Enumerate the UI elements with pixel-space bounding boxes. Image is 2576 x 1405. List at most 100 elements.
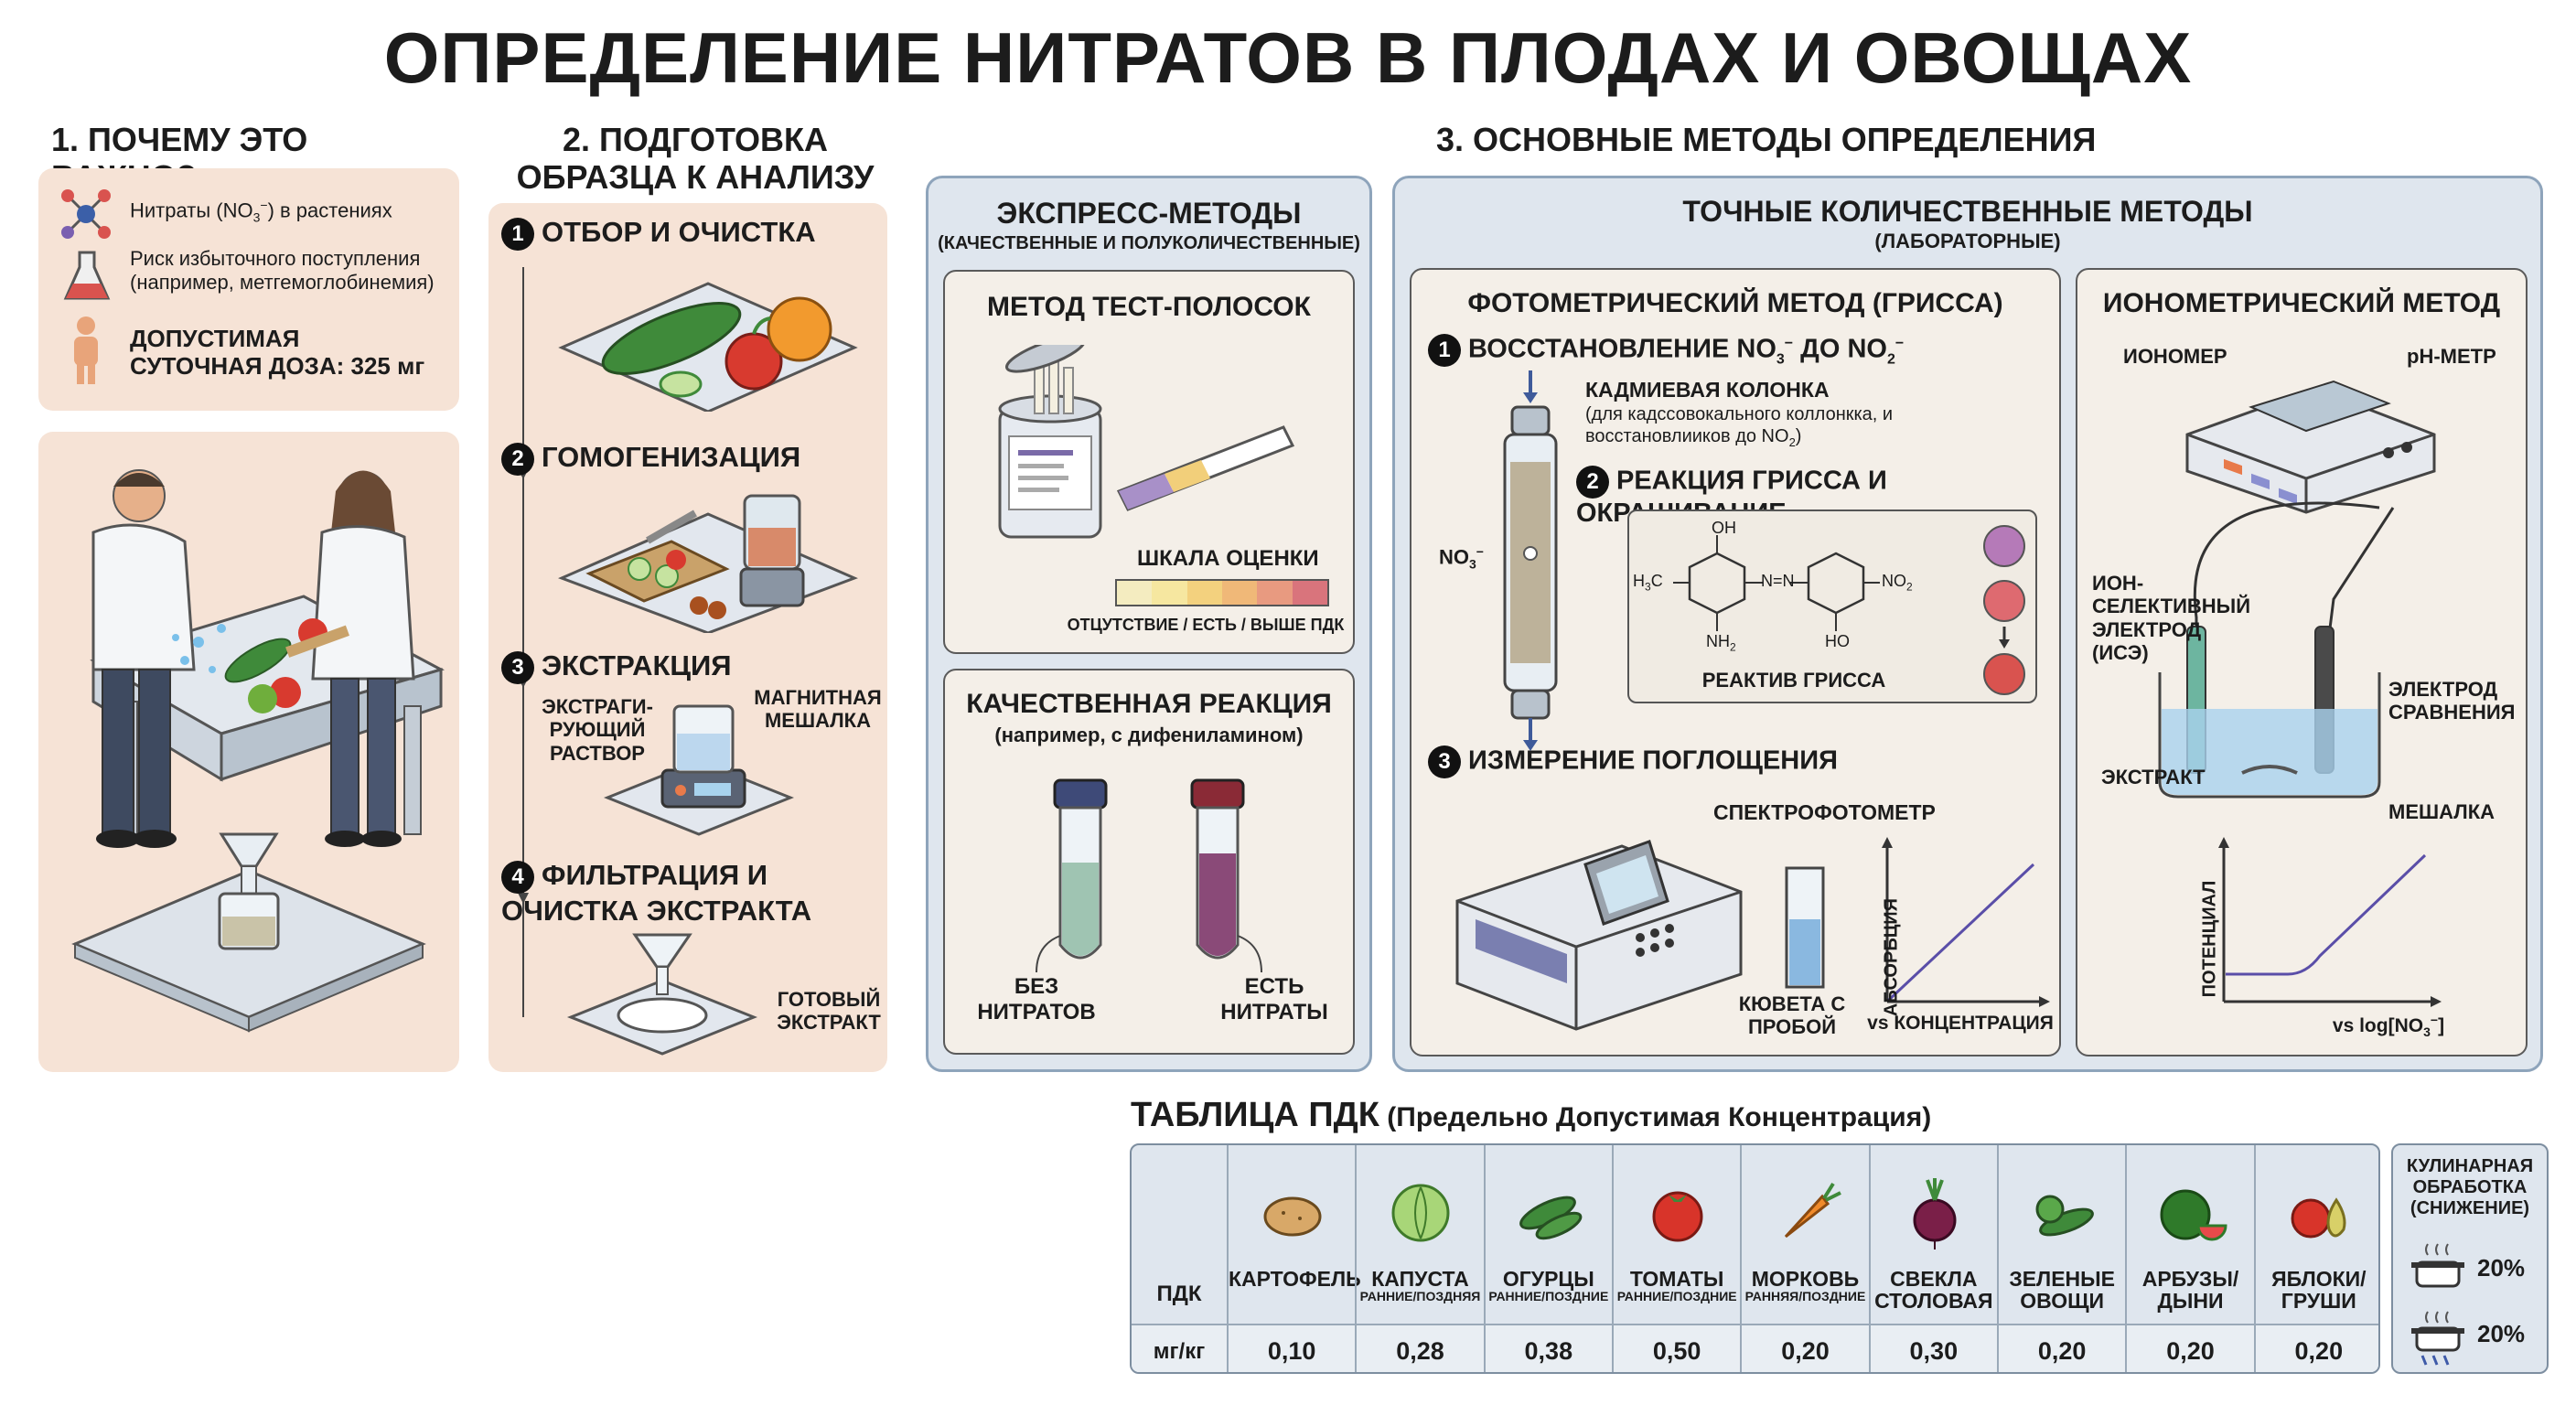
product-name: ЯБЛОКИ/ ГРУШИ bbox=[2271, 1267, 2367, 1314]
scale-swatch bbox=[1221, 581, 1258, 605]
product-subtitle: РАННЯЯ/ПОЗДНИЕ bbox=[1744, 1289, 1866, 1304]
product-mpc-value: 0,10 bbox=[1229, 1324, 1356, 1372]
express-methods-panel: ЭКСПРЕСС-МЕТОДЫ (КАЧЕСТВЕННЫЕ И ПОЛУКОЛИ… bbox=[926, 176, 1372, 1072]
scale-label: ШКАЛА ОЦЕНКИ bbox=[1137, 546, 1319, 571]
ise-label: ИОН- СЕЛЕКТИВНЫЙ ЭЛЕКТРОД (ИСЭ) bbox=[2092, 572, 2251, 664]
nitrates-in-plants-text: Нитраты (NO3−) в растениях bbox=[130, 198, 392, 225]
produce-cutting-board-illustration bbox=[558, 282, 858, 412]
chem-ho: HO bbox=[1825, 632, 1850, 650]
product-column: ЯБЛОКИ/ ГРУШИ 0,20 bbox=[2253, 1145, 2378, 1372]
chem-oh: OH bbox=[1712, 519, 1736, 537]
product-subtitle: РАННИЕ/ПОЗДНЯЯ bbox=[1359, 1289, 1481, 1304]
absorbance-calibration-plot bbox=[1882, 837, 2050, 1007]
cuvette-label: КЮВЕТА С ПРОБОЙ bbox=[1738, 992, 1846, 1039]
chem-nh2: NH2 bbox=[1706, 632, 1736, 654]
cooking-reduction-box: КУЛИНАРНАЯ ОБРАБОТКА (СНИЖЕНИЕ) 20% 20% bbox=[2391, 1143, 2549, 1374]
chem-azo: N=N bbox=[1761, 572, 1795, 590]
scale-caption: ОТЦУТСТВИЕ / ЕСТЬ / ВЫШЕ ПДК bbox=[1067, 616, 1345, 634]
filtration-illustration bbox=[566, 933, 758, 1056]
absorbance-axis-label: АБСОРБЦИЯ bbox=[1881, 897, 1902, 1017]
row-header-name: ПДК bbox=[1156, 1282, 1202, 1306]
apple-pear-icon bbox=[2291, 1197, 2346, 1239]
daily-dose-text: ДОПУСТИМАЯ СУТОЧНАЯ ДОЗА: 325 мг bbox=[130, 325, 425, 380]
product-mpc-value: 0,20 bbox=[2255, 1324, 2378, 1372]
product-subtitle: РАННИЕ/ПОЗДНИЕ bbox=[1488, 1289, 1609, 1304]
page-title: ОПРЕДЕЛЕНИЕ НИТРАТОВ В ПЛОДАХ И ОВОЩАХ bbox=[383, 17, 2193, 98]
product-mpc-value: 0,50 bbox=[1614, 1324, 1741, 1372]
product-column: ЗЕЛЕНЫЕ ОВОЩИ 0,20 bbox=[1997, 1145, 2126, 1372]
scale-swatch bbox=[1152, 581, 1187, 605]
product-mpc-value: 0,38 bbox=[1485, 1324, 1612, 1372]
spectrophotometer-label: СПЕКТРОФОТОМЕТР bbox=[1713, 800, 1936, 824]
ready-extract-label: ГОТОВЫЙ ЭКСТРАКТ bbox=[777, 988, 881, 1035]
ionomer-label: ИОНОМЕР bbox=[2123, 345, 2227, 368]
potential-curve bbox=[2226, 853, 2427, 976]
cooking-pct-2: 20% bbox=[2477, 1320, 2526, 1347]
concentration-axis-label: vs КОНЦЕНТРАЦИЯ bbox=[1867, 1013, 2054, 1034]
precise-methods-panel: ТОЧНЫЕ КОЛИЧЕСТВЕННЫЕ МЕТОДЫ (ЛАБОРАТОРН… bbox=[1392, 176, 2543, 1072]
chem-no2: NO2 bbox=[1882, 572, 1913, 594]
tomato-icon bbox=[1652, 1191, 1703, 1242]
test-tubes-illustration bbox=[1036, 778, 1262, 972]
product-name: КАРТОФЕЛЬ bbox=[1229, 1267, 1361, 1291]
product-name: СВЕКЛА СТОЛОВАЯ bbox=[1874, 1267, 1993, 1314]
precise-subtitle: (ЛАБОРАТОРНЫЕ) bbox=[1874, 230, 2061, 252]
nitrates-present-label: ЕСТЬ НИТРАТЫ bbox=[1220, 974, 1328, 1024]
beet-icon bbox=[1913, 1178, 1957, 1249]
cadmium-column-note: (для кадссовокального коллонкка, и восст… bbox=[1585, 404, 1894, 449]
excess-risk-text: Риск избыточного поступления (например, … bbox=[130, 247, 435, 295]
cucumber-icon bbox=[1519, 1196, 1583, 1240]
lab-workers-illustration bbox=[71, 469, 445, 1033]
cuvette-illustration bbox=[1785, 866, 1825, 989]
test-strip-jar-illustration bbox=[998, 345, 1295, 539]
section2-heading: 2. ПОДГОТОВКА ОБРАЗЦА К АНАЛИЗУ bbox=[516, 121, 875, 197]
product-column: СВЕКЛА СТОЛОВАЯ 0,30 bbox=[1868, 1145, 1997, 1372]
reference-electrode-label: ЭЛЕКТРОД СРАВНЕНИЯ bbox=[2388, 678, 2516, 724]
product-mpc-value: 0,20 bbox=[1999, 1324, 2126, 1372]
ph-meter-label: pH-МЕТР bbox=[2407, 345, 2496, 368]
scale-swatch bbox=[1117, 581, 1153, 605]
scale-swatch bbox=[1186, 581, 1222, 605]
no-nitrates-label: БЕЗ НИТРАТОВ bbox=[977, 974, 1096, 1024]
test-strips-title: МЕТОД ТЕСТ-ПОЛОСОК bbox=[987, 292, 1311, 322]
cadmium-column-illustration bbox=[1503, 370, 1558, 751]
importance-panel: Нитраты (NO3−) в растениях Риск избыточн… bbox=[38, 168, 459, 411]
section3-heading: 3. ОСНОВНЫЕ МЕТОДЫ ОПРЕДЕЛЕНИЯ bbox=[1436, 121, 2097, 158]
watermelon-icon bbox=[2160, 1189, 2227, 1241]
calibration-line bbox=[1887, 863, 2035, 1002]
lab-illustration-panel bbox=[38, 432, 459, 1072]
griess-reagent-box: OH H3C N=N NH2 HO NO2 РЕАКТИВ ГРИССА bbox=[1627, 509, 2037, 703]
extraction-illustration bbox=[603, 704, 795, 836]
scale-swatch bbox=[1257, 581, 1293, 605]
qualitative-title: КАЧЕСТВЕННАЯ РЕАКЦИЯ bbox=[966, 689, 1332, 719]
product-mpc-value: 0,30 bbox=[1870, 1324, 1997, 1372]
person-icon bbox=[74, 316, 98, 384]
table-header-column: ПДК мг/кг bbox=[1132, 1145, 1227, 1372]
product-mpc-value: 0,20 bbox=[1742, 1324, 1869, 1372]
product-name: АРБУЗЫ/ ДЫНИ bbox=[2141, 1267, 2239, 1314]
cadmium-column-label: КАДМИЕВАЯ КОЛОНКА bbox=[1585, 378, 1830, 402]
product-name: ЗЕЛЕНЫЕ ОВОЩИ bbox=[2009, 1267, 2116, 1314]
spectrophotometer-illustration bbox=[1455, 840, 1743, 1031]
carrot-icon bbox=[1785, 1182, 1842, 1239]
product-mpc-value: 0,20 bbox=[2127, 1324, 2254, 1372]
scale-swatch bbox=[1292, 581, 1327, 605]
potential-calibration-plot bbox=[2218, 837, 2442, 1007]
magnetic-stirrer-label: МАГНИТНАЯ МЕШАЛКА bbox=[754, 686, 882, 733]
cabbage-icon bbox=[1391, 1184, 1450, 1242]
molecule-icon bbox=[61, 189, 111, 239]
product-column: АРБУЗЫ/ ДЫНИ 0,20 bbox=[2125, 1145, 2254, 1372]
